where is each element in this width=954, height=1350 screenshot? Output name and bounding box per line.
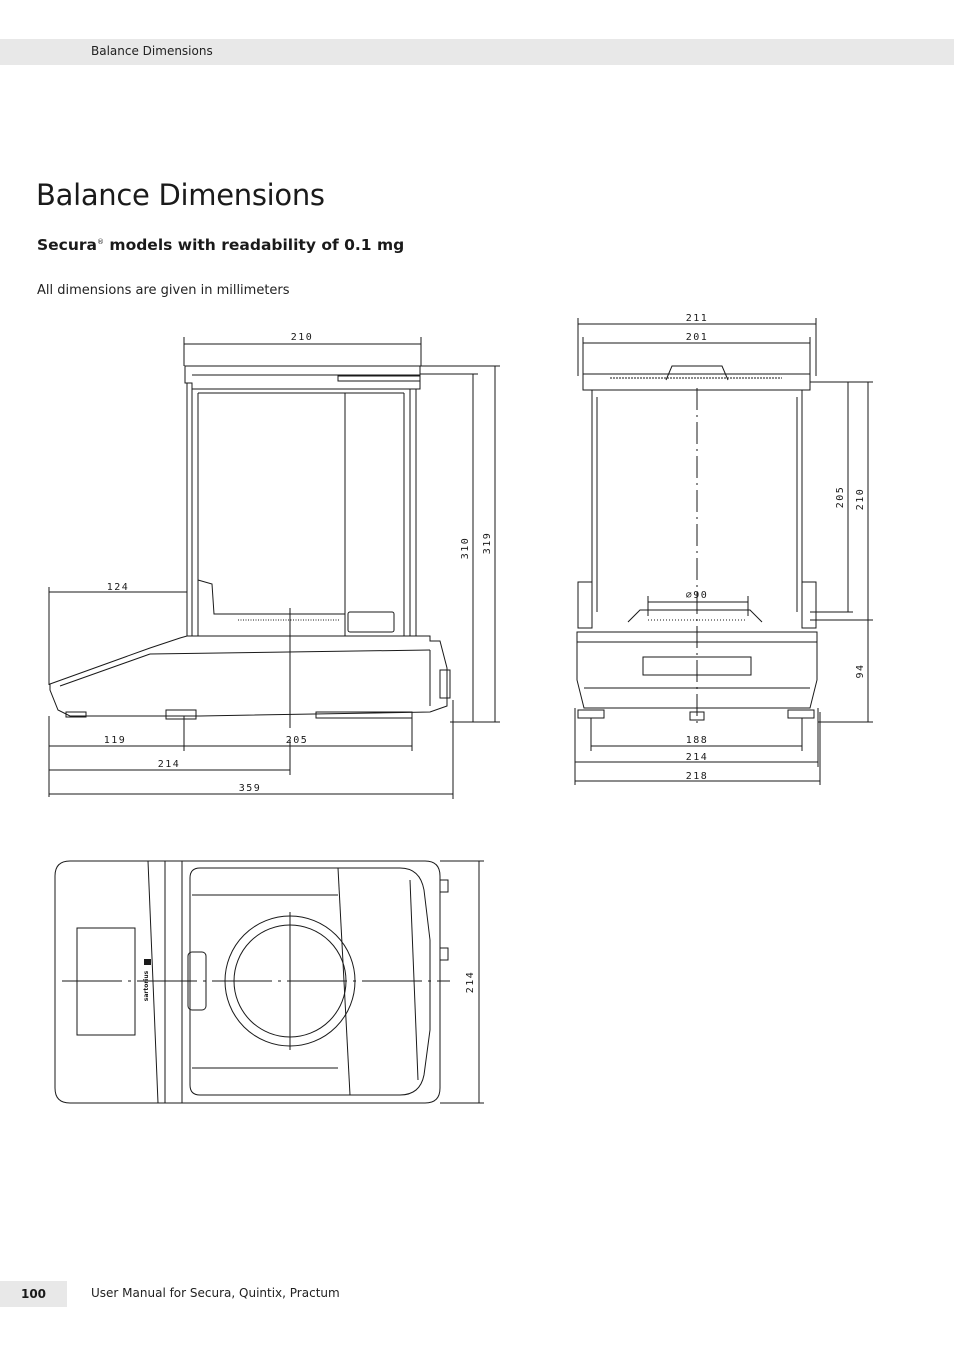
units-note: All dimensions are given in millimeters	[37, 283, 290, 298]
dim-front-width-outer: 211	[686, 313, 709, 324]
page-title: Balance Dimensions	[36, 178, 325, 212]
subtitle-rest: models with readability of 0.1 mg	[104, 236, 405, 254]
top-view-brand-logo: sartorius	[143, 970, 150, 1001]
section-subtitle: Secura® models with readability of 0.1 m…	[37, 236, 404, 254]
sartorius-logo-icon	[144, 959, 151, 965]
dim-side-base-rear: 205	[286, 735, 309, 746]
dim-front-height-base: 94	[855, 663, 866, 678]
dim-front-width-total: 218	[686, 771, 709, 782]
dim-side-front-overhang: 124	[107, 582, 130, 593]
front-view-drawing	[574, 318, 873, 785]
dim-front-feet-span: 188	[686, 735, 709, 746]
subtitle-brand: Secura	[37, 236, 98, 254]
running-footer: User Manual for Secura, Quintix, Practum	[91, 1286, 340, 1300]
dim-front-height-chamber-outer: 210	[855, 488, 866, 511]
side-view-drawing	[48, 337, 500, 799]
dim-front-pan-diameter: ∅90	[686, 590, 709, 601]
running-header: Balance Dimensions	[91, 44, 213, 58]
dim-side-depth-total: 359	[239, 783, 262, 794]
dim-front-width-base: 214	[686, 752, 709, 763]
header-bar	[0, 39, 954, 65]
dim-front-width-inner: 201	[686, 332, 709, 343]
dim-top-width: 214	[465, 971, 476, 994]
top-view-drawing	[54, 860, 484, 1104]
dim-side-height-inner: 310	[460, 537, 471, 560]
dim-side-depth-center: 214	[158, 759, 181, 770]
dim-front-height-chamber: 205	[835, 486, 846, 509]
page-number: 100	[0, 1281, 67, 1307]
dim-side-height-total: 319	[482, 532, 493, 555]
dim-side-width-top: 210	[291, 332, 314, 343]
dim-side-base-front: 119	[104, 735, 127, 746]
registered-mark: ®	[97, 237, 105, 246]
